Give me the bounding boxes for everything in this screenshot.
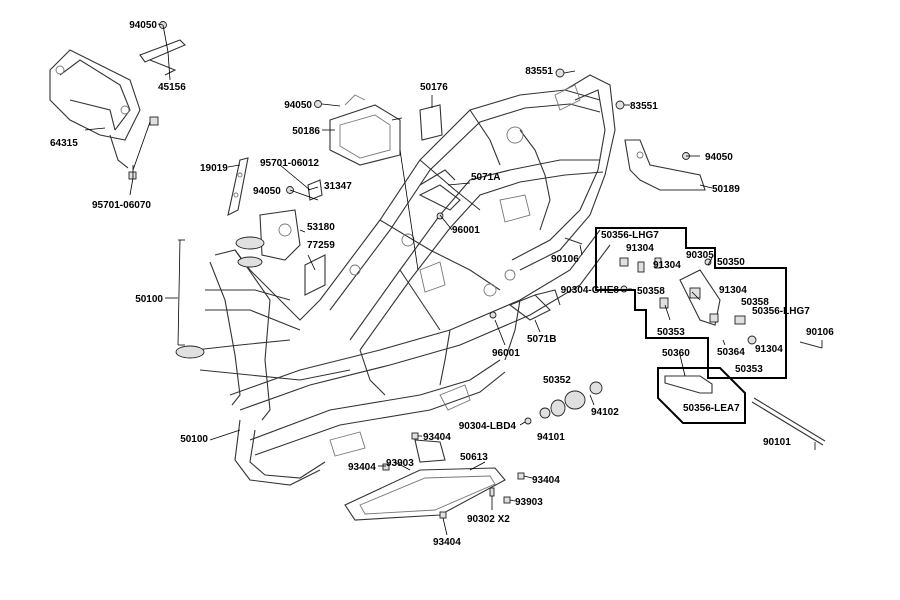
- part-label: 94050: [253, 186, 281, 197]
- part-label: 50352: [543, 375, 571, 386]
- part-label: 91304: [626, 243, 654, 254]
- part-label: 93903: [515, 497, 543, 508]
- skid-plate-50613: [344, 439, 506, 521]
- main-frame-drawing: [194, 74, 616, 486]
- part-label: 64315: [50, 138, 78, 149]
- head-bearings: [175, 236, 265, 359]
- part-label: 95701-06012: [260, 158, 319, 169]
- part-label: 91304: [755, 344, 783, 355]
- part-label: 50358: [637, 286, 665, 297]
- nut-94050-left: [314, 100, 322, 108]
- cover-50176: [419, 104, 443, 141]
- rear-bracket-50189: [624, 139, 706, 191]
- footrest-5071B: [508, 289, 561, 321]
- bolt-90106-right: [799, 341, 823, 349]
- part-label: 90106: [806, 327, 834, 338]
- part-label: 93903: [386, 458, 414, 469]
- part-label: 50353: [735, 364, 763, 375]
- part-label: 50100: [135, 294, 163, 305]
- part-label: 90101: [763, 437, 791, 448]
- part-label: 93404: [532, 475, 560, 486]
- bracket-53180: [259, 209, 301, 261]
- small-bolts: [382, 212, 628, 519]
- bracket-50360: [664, 375, 713, 394]
- part-label: 50613: [460, 452, 488, 463]
- part-label: 94050: [129, 20, 157, 31]
- strap-45156: [139, 39, 186, 76]
- part-label: 93404: [348, 462, 376, 473]
- bolt-90106-left: [564, 237, 583, 245]
- part-label: 50100: [180, 434, 208, 445]
- part-label: 93404: [423, 432, 451, 443]
- part-label: 90305: [686, 250, 714, 261]
- part-label: 90106: [551, 254, 579, 265]
- front-bracket-64315: [49, 49, 141, 169]
- group-outline-50360: [657, 367, 746, 424]
- part-label: 50189: [712, 184, 740, 195]
- part-label: 90302 X2: [467, 514, 510, 525]
- bolt-95701-06070: [128, 165, 137, 180]
- part-label: 31347: [324, 181, 352, 192]
- nuts-83551: [555, 68, 625, 110]
- part-label: 95701-06070: [92, 200, 151, 211]
- clip-31347: [307, 179, 323, 201]
- part-label: 77259: [307, 240, 335, 251]
- part-label: 94101: [537, 432, 565, 443]
- plate-77259: [304, 254, 326, 296]
- part-label: 50360: [662, 348, 690, 359]
- engine-hanger-assembly: [619, 257, 757, 345]
- part-label: 94050: [284, 100, 312, 111]
- axle-90101: [751, 397, 826, 446]
- part-label: 50176: [420, 82, 448, 93]
- part-label: 50353: [657, 327, 685, 338]
- part-label: 93404: [433, 537, 461, 548]
- part-labels: 94050 45156 64315 95701-06070 19019 9570…: [50, 20, 834, 548]
- part-label: 5071B: [527, 334, 556, 345]
- part-label: 45156: [158, 82, 186, 93]
- part-label: 91304: [653, 260, 681, 271]
- part-label: 96001: [452, 225, 480, 236]
- part-label: 53180: [307, 222, 335, 233]
- battery-box-50186: [329, 94, 401, 166]
- part-label: 83551: [630, 101, 658, 112]
- part-label: 50356-LHG7: [601, 230, 659, 241]
- part-label: 50358: [741, 297, 769, 308]
- part-label: 50350: [717, 257, 745, 268]
- part-label: 90304-LBD4: [459, 421, 517, 432]
- part-label: 50356-LEA7: [683, 403, 740, 414]
- part-label: 94102: [591, 407, 619, 418]
- part-label: 50364: [717, 347, 745, 358]
- part-label: 19019: [200, 163, 228, 174]
- part-label: 94050: [705, 152, 733, 163]
- part-label: 83551: [525, 66, 553, 77]
- part-label: 96001: [492, 348, 520, 359]
- part-label: 91304: [719, 285, 747, 296]
- bushings-50352: [539, 381, 603, 419]
- part-label: 5071A: [471, 172, 500, 183]
- group-outline-engine-hanger: [595, 227, 787, 379]
- bolt-95701-lower-bracket: [149, 116, 159, 126]
- footrest-5071A: [418, 169, 461, 211]
- leader-lines: [84, 23, 823, 536]
- part-label: 50186: [292, 126, 320, 137]
- bracket-19019: [227, 157, 249, 217]
- part-label: 90304-GHE8: [561, 285, 620, 296]
- part-label: 50356-LHG7: [752, 306, 810, 317]
